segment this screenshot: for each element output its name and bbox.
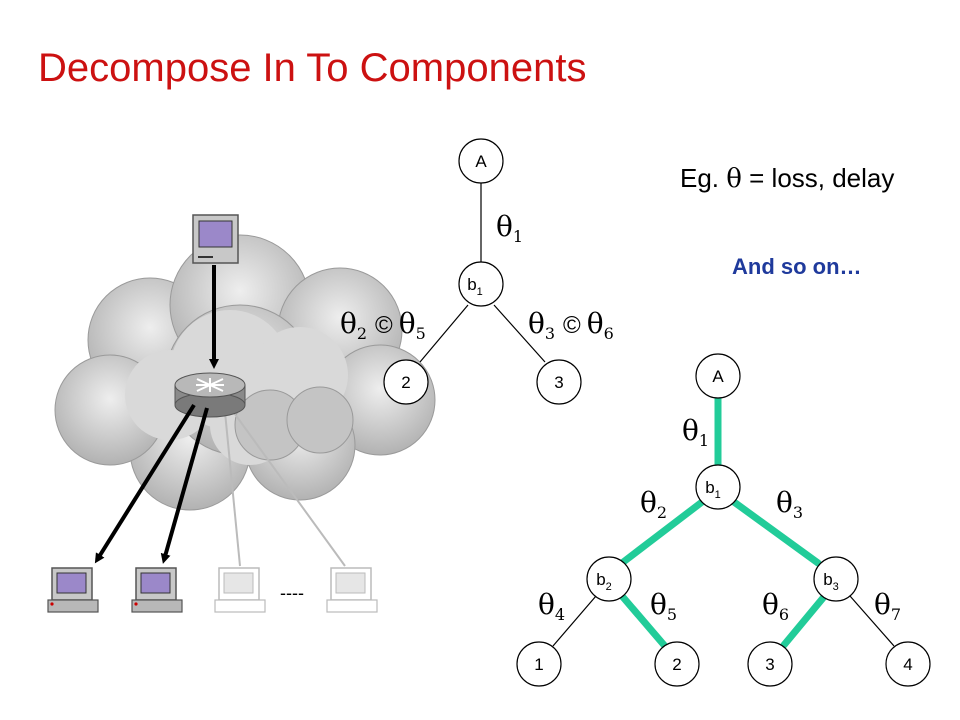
more-hosts-dashes: ---- — [280, 583, 304, 603]
bottom-theta-3: θ3 — [776, 486, 803, 522]
computer-icon-host-1 — [47, 567, 99, 613]
slide-title: Decompose In To Components — [38, 46, 587, 90]
example-prefix: Eg. — [680, 163, 727, 193]
bottom-node-a-label: A — [712, 367, 724, 386]
link-line-faint — [224, 411, 241, 567]
bottom-theta-7: θ7 — [874, 588, 901, 624]
highlighted-path — [618, 394, 827, 649]
top-theta-1: θ1 — [496, 210, 523, 246]
bottom-leaf-1-label: 1 — [534, 655, 543, 674]
bottom-node-a — [695, 353, 741, 399]
top-theta-2-5: θ2©θ5 — [340, 307, 426, 343]
bottom-node-b1 — [695, 464, 741, 510]
bottom-node-b2-label: b2 — [596, 570, 612, 593]
example-text: Eg. θ = loss, delay — [680, 163, 894, 194]
example-suffix: = loss, delay — [741, 163, 895, 193]
computer-icon-host-2 — [131, 567, 183, 613]
bottom-leaf-3 — [747, 641, 793, 687]
bottom-tree: A b1 b2 b3 1 2 3 4 θ1 θ2 θ3 θ4 θ5 θ6 θ7 — [516, 353, 931, 687]
bottom-leaf-4 — [885, 641, 931, 687]
top-theta-3-6: θ3©θ6 — [528, 307, 614, 343]
bottom-theta-1: θ1 — [682, 414, 709, 450]
bottom-leaf-3-label: 3 — [765, 655, 774, 674]
computer-icon-host-3 — [214, 567, 266, 613]
arrow-to-host-1 — [94, 403, 196, 564]
computer-icon-host-4 — [326, 567, 378, 613]
bottom-leaf-2 — [654, 641, 700, 687]
top-node-3-label: 3 — [554, 373, 563, 392]
top-node-b1 — [458, 261, 504, 307]
bottom-theta-6: θ6 — [762, 588, 789, 624]
top-node-3 — [536, 359, 582, 405]
bottom-leaf-1 — [516, 641, 562, 687]
and-so-on-note: And so on… — [732, 254, 862, 279]
top-node-a — [458, 138, 504, 184]
bottom-node-b3 — [813, 556, 859, 602]
bottom-theta-4: θ4 — [538, 588, 565, 624]
network-cloud — [54, 234, 436, 511]
bottom-node-b3-label: b3 — [823, 570, 839, 593]
computer-icon-top — [192, 214, 239, 264]
example-symbol: θ — [726, 164, 742, 194]
bottom-node-b2 — [586, 556, 632, 602]
top-node-b1-label: b1 — [467, 275, 483, 298]
top-node-2-label: 2 — [401, 373, 410, 392]
top-node-a-label: A — [475, 152, 487, 171]
top-tree: A b1 2 3 θ1 θ2©θ5 θ3©θ6 — [340, 138, 614, 405]
bottom-theta-5: θ5 — [650, 588, 677, 624]
bottom-theta-2: θ2 — [640, 486, 667, 522]
bottom-leaf-2-label: 2 — [672, 655, 681, 674]
bottom-node-b1-label: b1 — [705, 478, 721, 501]
bottom-leaf-4-label: 4 — [903, 655, 912, 674]
arrow-to-host-2 — [160, 407, 209, 564]
link-line-faint — [231, 409, 346, 567]
router-icon — [174, 372, 246, 418]
top-node-2 — [383, 359, 429, 405]
